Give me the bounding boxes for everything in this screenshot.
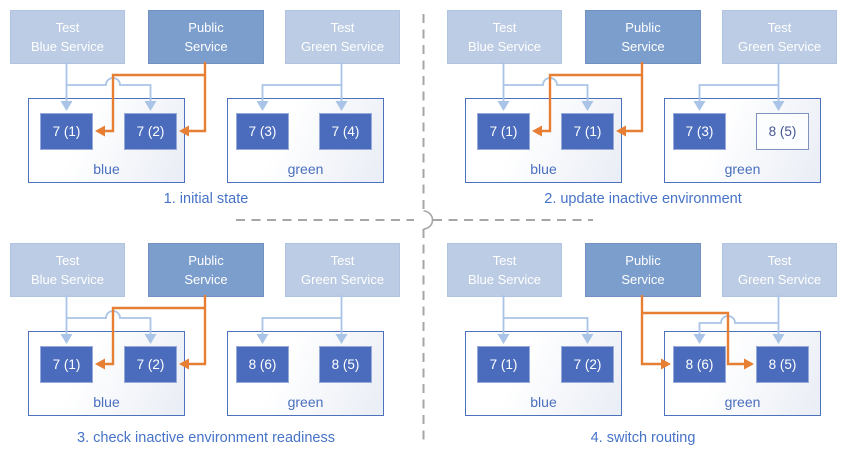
pod: 7 (4)	[319, 113, 372, 150]
panel-4-switch-routing: Test Blue Service Public Service Test Gr…	[424, 228, 848, 456]
environment-label: blue	[93, 394, 120, 410]
test-green-service-box: Test Green Service	[722, 10, 837, 64]
panel-caption: 4. switch routing	[590, 430, 696, 446]
pod: 8 (6)	[673, 346, 726, 383]
pod: 7 (2)	[561, 346, 614, 383]
pod: 8 (5)	[319, 346, 372, 383]
environment-label: green	[287, 161, 324, 177]
panel-3-content: Test Blue Service Public Service Test Gr…	[0, 233, 424, 456]
public-service-box: Public Service	[585, 243, 701, 297]
service-label-line1: Test	[330, 20, 355, 35]
service-label-line2: Green Service	[300, 272, 385, 287]
service-label-line2: Service	[184, 39, 228, 54]
service-label-line2: Service	[184, 272, 228, 287]
panel-2-content: Test Blue Service Public Service Test Gr…	[437, 0, 848, 228]
pod: 7 (1)	[477, 346, 530, 383]
test-route-lines	[502, 295, 780, 334]
test-green-service-box: Test Green Service	[722, 243, 837, 297]
service-label-line1: Test	[492, 253, 517, 268]
environment-label: blue	[93, 161, 120, 177]
pod: 7 (2)	[124, 346, 177, 383]
pod: 7 (1)	[477, 113, 530, 150]
pod: 7 (1)	[40, 113, 93, 150]
pod: 7 (3)	[236, 113, 289, 150]
service-label-line1: Test	[55, 20, 80, 35]
service-label-line2: Blue Service	[468, 272, 541, 287]
pod: 7 (1)	[40, 346, 93, 383]
pod: 7 (2)	[124, 113, 177, 150]
panel-2-update-inactive: Test Blue Service Public Service Test Gr…	[424, 0, 848, 228]
panel-4-content: Test Blue Service Public Service Test Gr…	[437, 233, 848, 456]
service-label-line1: Test	[492, 20, 517, 35]
service-label-line1: Test	[767, 253, 792, 268]
test-blue-service-box: Test Blue Service	[10, 10, 125, 64]
service-label-line1: Public	[188, 253, 224, 268]
pod: 7 (3)	[673, 113, 726, 150]
service-label-line1: Public	[188, 20, 224, 35]
environment-label: green	[287, 394, 324, 410]
service-label-line2: Blue Service	[31, 39, 104, 54]
test-blue-service-box: Test Blue Service	[447, 10, 562, 64]
service-label-line2: Green Service	[737, 39, 822, 54]
service-label-line1: Public	[625, 253, 661, 268]
test-route-lines	[65, 295, 343, 334]
pod: 8 (5)	[756, 346, 809, 383]
panel-caption: 2. update inactive environment	[544, 191, 742, 207]
service-label-line2: Green Service	[737, 272, 822, 287]
test-green-service-box: Test Green Service	[285, 10, 400, 64]
service-label-line1: Test	[55, 253, 80, 268]
public-service-box: Public Service	[148, 243, 264, 297]
panel-caption: 1. initial state	[163, 191, 249, 207]
panel-3-check-readiness: Test Blue Service Public Service Test Gr…	[0, 228, 424, 456]
pod: 7 (1)	[561, 113, 614, 150]
pod-starting: 8 (5)	[756, 113, 809, 150]
environment-label: green	[724, 394, 761, 410]
panel-1-initial-state: Test Blue Service Public Service Test Gr…	[0, 0, 424, 228]
service-label-line1: Public	[625, 20, 661, 35]
service-label-line1: Test	[330, 253, 355, 268]
service-label-line2: Blue Service	[468, 39, 541, 54]
panel-1-content: Test Blue Service Public Service Test Gr…	[0, 0, 424, 228]
test-route-lines	[65, 62, 343, 101]
service-label-line1: Test	[767, 20, 792, 35]
service-label-line2: Service	[621, 272, 665, 287]
environment-label: blue	[530, 161, 557, 177]
test-blue-service-box: Test Blue Service	[10, 243, 125, 297]
service-label-line2: Blue Service	[31, 272, 104, 287]
environment-label: green	[724, 161, 761, 177]
environment-label: blue	[530, 394, 557, 410]
service-label-line2: Green Service	[300, 39, 385, 54]
service-label-line2: Service	[621, 39, 665, 54]
panel-caption: 3. check inactive environment readiness	[77, 430, 335, 446]
test-green-service-box: Test Green Service	[285, 243, 400, 297]
pod: 8 (6)	[236, 346, 289, 383]
test-blue-service-box: Test Blue Service	[447, 243, 562, 297]
public-service-box: Public Service	[585, 10, 701, 64]
test-route-lines	[502, 62, 780, 101]
public-service-box: Public Service	[148, 10, 264, 64]
